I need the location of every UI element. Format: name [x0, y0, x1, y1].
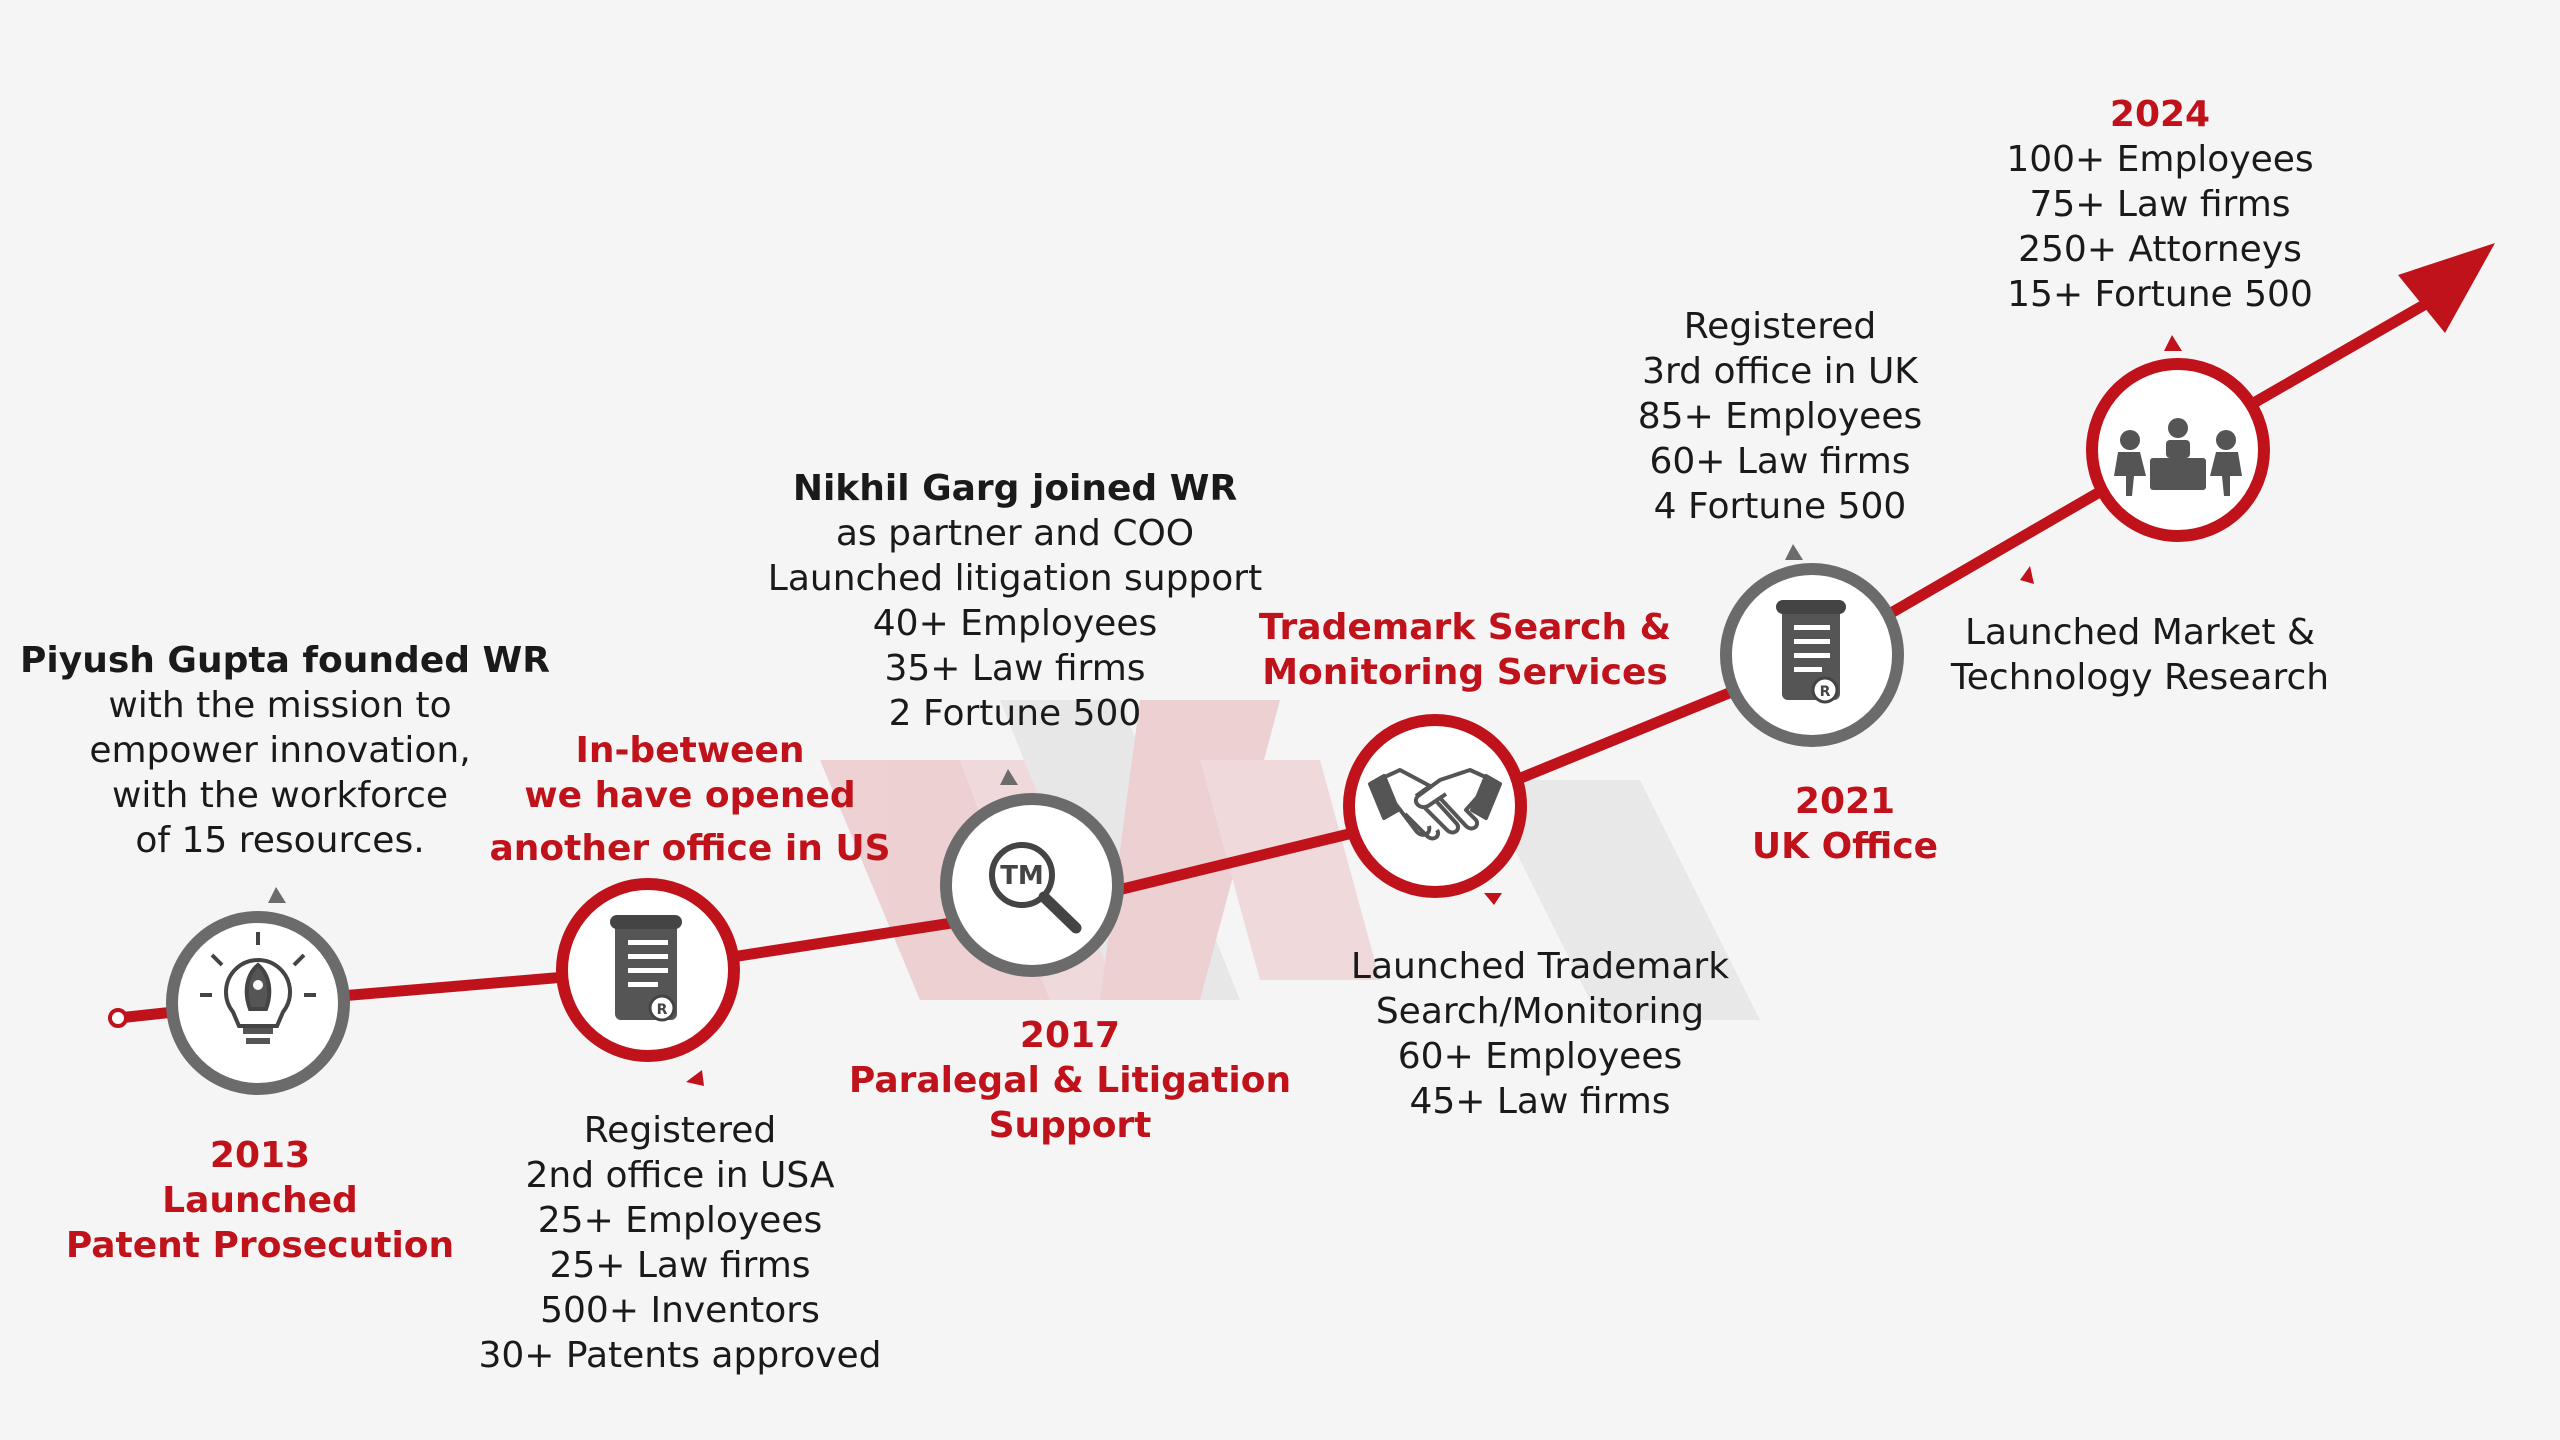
milestone-line: 2nd office in USA [525, 1155, 835, 1196]
svg-text:TM: TM [1000, 861, 1044, 891]
milestone-year: 2017 [1019, 1015, 1121, 1056]
milestone-line: 30+ Patents approved [478, 1335, 882, 1376]
milestone-line: Technology Research [1950, 657, 2330, 698]
milestone-us-office-details: Registered 2nd office in USA 25+ Employe… [440, 1108, 920, 1378]
pointer-triangles [268, 335, 2182, 1086]
milestone-line: 25+ Law firms [549, 1245, 811, 1286]
milestone-line: empower innovation, [89, 730, 471, 771]
milestone-2021-title: 2021 UK Office [1650, 779, 2040, 869]
milestone-line: Registered [583, 1110, 777, 1151]
milestone-line: 60+ Law firms [1649, 441, 1911, 482]
certificate-scroll-icon: R [610, 915, 682, 1022]
milestone-trademark-details: Launched Trademark Search/Monitoring 60+… [1300, 944, 1780, 1124]
milestone-line: 25+ Employees [537, 1200, 823, 1241]
handshake-icon [1368, 768, 1502, 841]
milestone-line: 4 Fortune 500 [1653, 486, 1907, 527]
arrow-head-icon [2398, 243, 2495, 333]
milestone-node-us-office: R [556, 878, 740, 1062]
milestone-year: 2013 [209, 1135, 311, 1176]
milestone-year: 2024 [2109, 94, 2211, 135]
milestone-line: 250+ Attorneys [2018, 229, 2302, 270]
milestone-node-2017: TM [940, 793, 1124, 977]
milestone-line: 500+ Inventors [540, 1290, 820, 1331]
milestone-title-line: UK Office [1751, 826, 1939, 867]
coo-heading: Nikhil Garg joined WR [792, 468, 1238, 509]
svg-text:R: R [657, 1002, 668, 1018]
milestone-2017-above: Nikhil Garg joined WR as partner and COO… [740, 466, 1290, 736]
milestone-line: 45+ Law firms [1409, 1081, 1671, 1122]
milestone-title-line: Trademark Search & [1258, 607, 1672, 648]
milestone-title-line: Monitoring Services [1262, 652, 1668, 693]
milestone-line: Registered [1683, 306, 1877, 347]
milestone-node-trademark [1343, 714, 1527, 898]
meeting-team-icon [2114, 418, 2242, 496]
milestone-trademark-title: Trademark Search & Monitoring Services [1230, 605, 1700, 695]
milestone-node-2013 [166, 911, 350, 1095]
milestone-2024-details: Launched Market & Technology Research [1920, 610, 2360, 700]
milestone-node-2021: R [1720, 563, 1904, 747]
milestone-title-line: we have opened [524, 775, 856, 816]
milestone-title-line: Paralegal & Litigation [848, 1060, 1292, 1101]
milestone-2017-title: 2017 Paralegal & Litigation Support [840, 1013, 1300, 1148]
milestone-line: 40+ Employees [872, 603, 1158, 644]
milestone-line: 75+ Law firms [2029, 184, 2291, 225]
milestone-title-line: Launched [162, 1180, 358, 1221]
pointer-triangle-icon [2020, 566, 2034, 584]
milestone-2013-above: Piyush Gupta founded WR with the mission… [20, 638, 550, 863]
milestone-line: 35+ Law firms [884, 648, 1146, 689]
milestone-line: as partner and COO [835, 513, 1195, 554]
pointer-triangle-icon [268, 887, 286, 903]
pointer-triangle-icon [1000, 769, 1018, 785]
milestone-line: 3rd office in UK [1642, 351, 1918, 392]
milestone-line: 2 Fortune 500 [888, 693, 1142, 734]
milestone-us-office-title: In-between we have opened another office… [470, 728, 910, 871]
trademark-magnifier-icon: TM [989, 842, 1082, 934]
milestone-2013-title: 2013 Launched Patent Prosecution [40, 1133, 480, 1268]
milestone-line: 15+ Fortune 500 [2007, 274, 2313, 315]
rocket-lightbulb-icon [200, 932, 316, 1044]
milestone-line: Launched Trademark [1350, 946, 1730, 987]
milestone-title-line: Patent Prosecution [65, 1225, 455, 1266]
milestone-line: Launched Market & [1964, 612, 2316, 653]
milestone-year: 2021 [1794, 781, 1896, 822]
certificate-scroll-icon: R [1776, 600, 1846, 704]
milestone-2021-above: Registered 3rd office in UK 85+ Employee… [1560, 304, 2000, 529]
svg-text:R: R [1820, 684, 1831, 700]
pointer-triangle-icon [686, 1070, 704, 1086]
pointer-triangle-icon [1785, 544, 1803, 560]
milestone-title-line: Support [988, 1105, 1152, 1146]
timeline-start-dot [108, 1008, 128, 1028]
pointer-triangle-icon [1484, 893, 1502, 905]
milestone-line: of 15 resources. [135, 820, 425, 861]
milestone-title-line: In-between [575, 730, 805, 771]
milestone-title-line: another office in US [489, 828, 891, 869]
milestone-line: Search/Monitoring [1375, 991, 1705, 1032]
milestone-2024-above: 2024 100+ Employees 75+ Law firms 250+ A… [1940, 92, 2380, 317]
milestone-line: Launched litigation support [767, 558, 1263, 599]
milestone-line: 100+ Employees [2006, 139, 2314, 180]
milestone-node-2024 [2086, 358, 2270, 542]
founder-heading: Piyush Gupta founded WR [20, 640, 550, 681]
pointer-triangle-icon [2164, 335, 2182, 351]
milestone-line: 60+ Employees [1397, 1036, 1683, 1077]
milestone-line: with the mission to [108, 685, 452, 726]
milestone-line: 85+ Employees [1637, 396, 1923, 437]
milestone-line: with the workforce [111, 775, 449, 816]
